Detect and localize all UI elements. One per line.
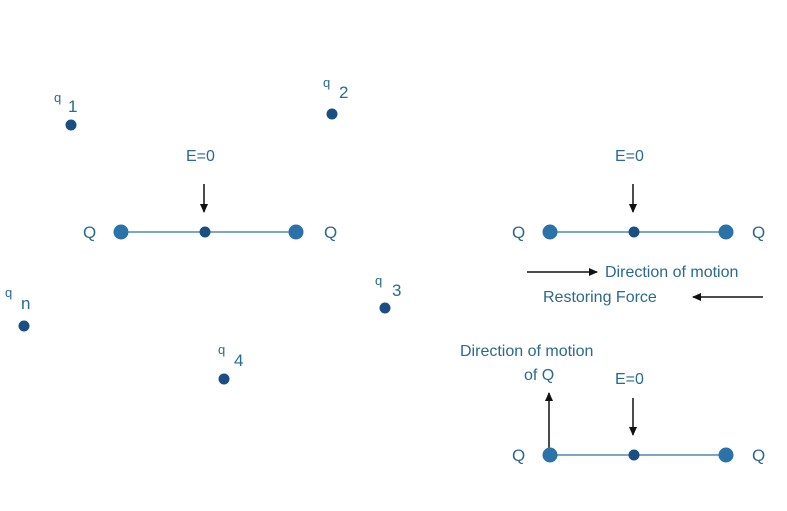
charge-q1: q 1 xyxy=(54,90,77,131)
right-bottom-charge-Q-right: Q xyxy=(752,446,765,465)
charge-q1-symbol: q xyxy=(54,90,61,105)
charge-q3-subscript: 3 xyxy=(392,281,401,300)
charge-qn-subscript: n xyxy=(21,294,30,313)
left-Q-left-dot xyxy=(113,224,129,240)
left-charge-Q-right: Q xyxy=(324,223,337,242)
restoring-force-label: Restoring Force xyxy=(543,289,657,306)
charge-q2-dot xyxy=(326,108,338,120)
direction-of-motion-Q-label-line1: Direction of motion xyxy=(460,343,593,360)
charge-q4-subscript: 4 xyxy=(234,351,243,370)
charge-q3-dot xyxy=(379,302,391,314)
right-bottom-Q-left-dot xyxy=(542,447,558,463)
right-bottom-Q-right-dot xyxy=(718,447,734,463)
right-top-Q-right-dot xyxy=(718,224,734,240)
right-bottom-figure: Direction of motion of Q E=0 Q Q xyxy=(460,343,765,465)
charge-q1-dot xyxy=(65,119,77,131)
right-top-figure: E=0 Q Q Direction of motion Restoring Fo… xyxy=(512,148,765,306)
right-bottom-field-label: E=0 xyxy=(615,371,644,388)
left-charge-Q-left: Q xyxy=(83,223,96,242)
charge-qn-symbol: q xyxy=(5,285,12,300)
charge-q1-subscript: 1 xyxy=(68,97,77,116)
charge-q4: q 4 xyxy=(218,342,243,385)
right-top-center-dot xyxy=(628,226,640,238)
right-top-field-label: E=0 xyxy=(615,148,644,165)
right-bottom-center-dot xyxy=(628,449,640,461)
charge-qn-dot xyxy=(18,320,30,332)
left-field-label: E=0 xyxy=(186,148,215,165)
direction-of-motion-label: Direction of motion xyxy=(605,264,738,281)
right-top-charge-Q-right: Q xyxy=(752,223,765,242)
charge-q3: q 3 xyxy=(375,273,401,314)
charge-q4-dot xyxy=(218,373,230,385)
charge-q3-symbol: q xyxy=(375,273,382,288)
charge-qn: q n xyxy=(5,285,30,332)
right-bottom-charge-Q-left: Q xyxy=(512,446,525,465)
left-figure: q 1 q 2 q 3 q 4 q n E=0 xyxy=(5,75,401,385)
charge-q2-symbol: q xyxy=(323,75,330,90)
charge-q2: q 2 xyxy=(323,75,348,120)
right-top-Q-left-dot xyxy=(542,224,558,240)
left-Q-right-dot xyxy=(288,224,304,240)
direction-of-motion-Q-label-line2: of Q xyxy=(524,367,554,384)
charge-q2-subscript: 2 xyxy=(339,83,348,102)
right-top-charge-Q-left: Q xyxy=(512,223,525,242)
left-center-dot xyxy=(199,226,211,238)
charge-q4-symbol: q xyxy=(218,342,225,357)
